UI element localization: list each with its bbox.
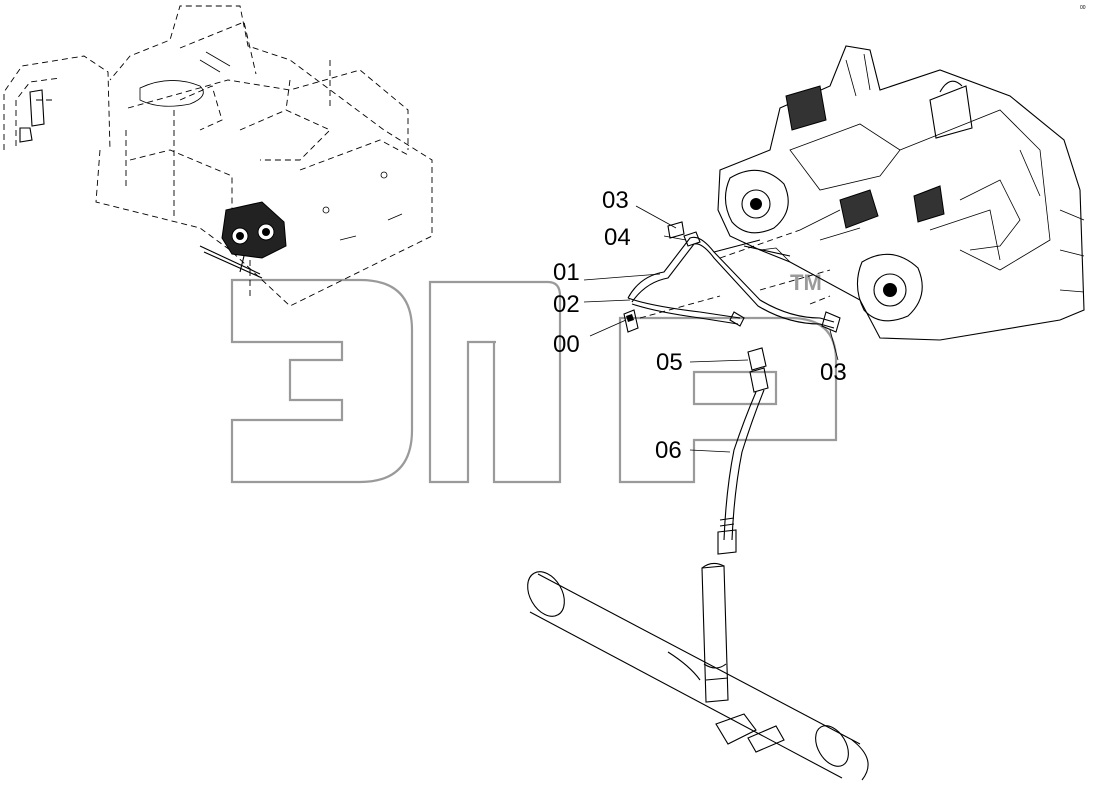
watermark-tm: TM: [790, 270, 822, 295]
suction-tube: [527, 571, 869, 781]
label-05: 05: [656, 349, 683, 376]
excavator-outline: [3, 5, 433, 307]
excavator-pump: [199, 201, 287, 279]
label-03-right: 03: [820, 359, 847, 386]
hose-assembly: [623, 221, 841, 703]
watermark: TM: [230, 270, 838, 484]
leader-lines: [583, 205, 839, 453]
label-01: 01: [553, 259, 580, 286]
label-03-top: 03: [602, 187, 629, 214]
hydraulic-pump-assembly: [717, 45, 1085, 341]
label-04: 04: [604, 224, 631, 251]
label-02: 02: [553, 291, 580, 318]
label-00: 00: [553, 331, 580, 358]
callout-labels: 03 04 01 02 00 05 03 06: [553, 187, 847, 464]
label-06: 06: [655, 437, 682, 464]
corner-ref-text: 00: [1080, 5, 1086, 11]
